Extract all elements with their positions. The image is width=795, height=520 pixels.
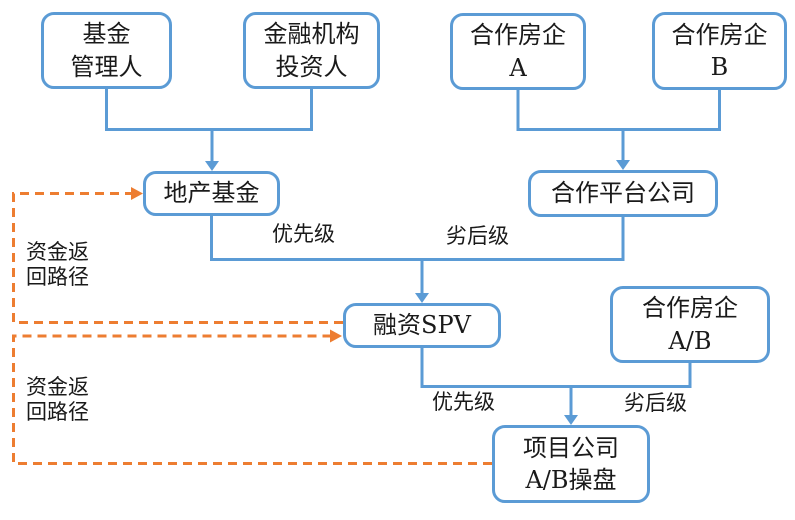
label-senior-tranche-1: 优先级 bbox=[272, 222, 335, 246]
node-real-estate-fund: 地产基金 bbox=[143, 171, 280, 216]
label-senior-tranche-2: 优先级 bbox=[432, 390, 495, 414]
node-partner-company-b: 合作房企 B bbox=[652, 12, 787, 90]
arrowhead-return-into-financing-spv bbox=[330, 329, 342, 343]
arrowhead-into-platform-company bbox=[616, 160, 630, 170]
connector-investors-to-fund bbox=[105, 88, 313, 161]
label-fund-return-path-1: 资金返 回路径 bbox=[26, 240, 89, 289]
node-financing-spv: 融资SPV bbox=[343, 303, 501, 348]
label-fund-return-path-2: 资金返 回路径 bbox=[26, 375, 89, 424]
arrowhead-into-project-company bbox=[564, 415, 578, 425]
connector-partners-to-platform bbox=[516, 90, 721, 160]
arrowhead-into-real-estate-fund bbox=[205, 161, 219, 171]
return-path-project-to-spv bbox=[12, 334, 492, 465]
node-financial-investor: 金融机构 投资人 bbox=[243, 12, 380, 89]
arrowhead-into-financing-spv bbox=[415, 293, 429, 303]
connector-spv-partnerab-to-project bbox=[420, 348, 692, 415]
node-platform-company: 合作平台公司 bbox=[528, 170, 718, 217]
connector-fund-platform-to-spv bbox=[210, 216, 625, 293]
return-path-spv-to-fund bbox=[12, 192, 343, 324]
arrowhead-return-into-real-estate-fund bbox=[131, 187, 143, 200]
node-partner-company-a: 合作房企 A bbox=[450, 13, 586, 90]
node-partner-company-ab: 合作房企 A/B bbox=[610, 286, 770, 363]
label-junior-tranche-2: 劣后级 bbox=[624, 391, 687, 415]
label-junior-tranche-1: 劣后级 bbox=[446, 224, 509, 248]
node-fund-manager: 基金 管理人 bbox=[41, 12, 172, 89]
node-project-company: 项目公司 A/B操盘 bbox=[492, 425, 650, 503]
